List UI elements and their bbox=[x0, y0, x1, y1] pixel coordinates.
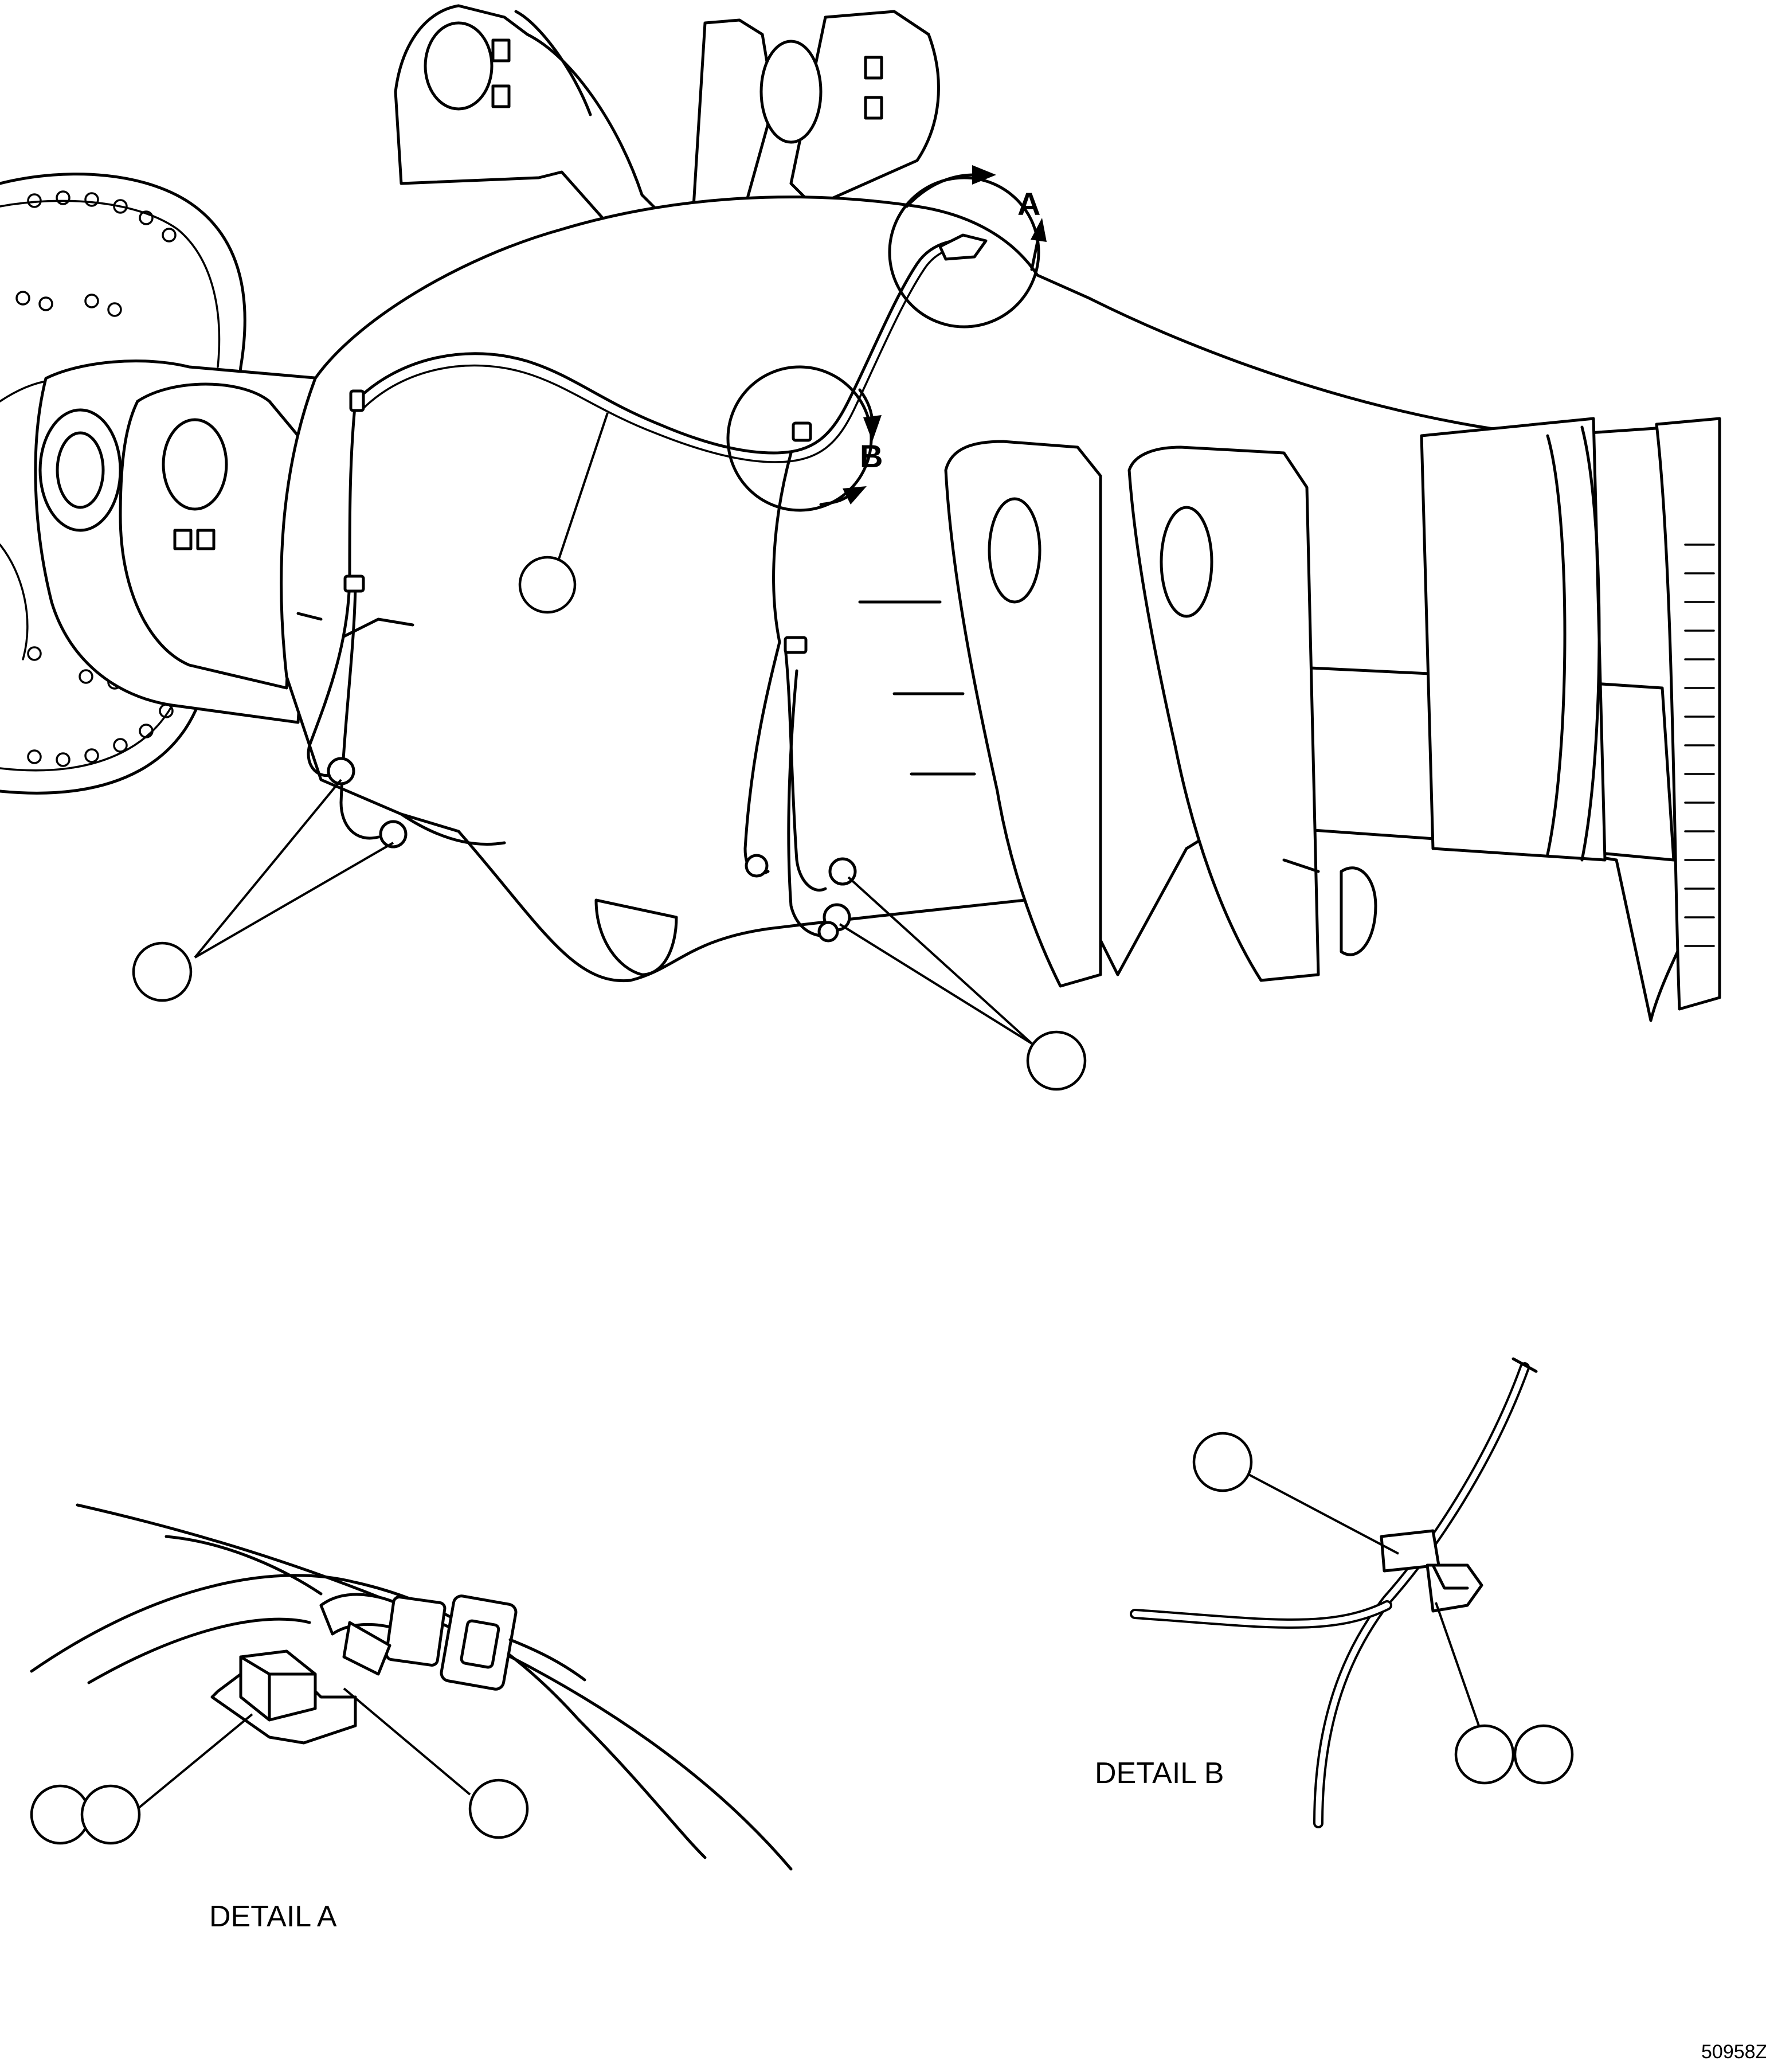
callout-balloon bbox=[1192, 1432, 1253, 1492]
callout-balloon bbox=[518, 556, 577, 614]
callout-balloon bbox=[1513, 1724, 1574, 1785]
hose-clip bbox=[349, 389, 365, 412]
hose-clips-and-fittings bbox=[327, 233, 988, 943]
bleed-fitting bbox=[327, 757, 355, 785]
figure-code: 50958Z bbox=[1701, 2041, 1766, 2063]
callout-balloon bbox=[80, 1784, 141, 1845]
callout-balloon bbox=[1454, 1724, 1515, 1785]
callout-balloon bbox=[30, 1784, 91, 1845]
left-axle-tube bbox=[34, 359, 323, 724]
hose-clip bbox=[784, 636, 808, 654]
detail-b-view: DETAIL B bbox=[1095, 1357, 1574, 1828]
detail-a-caption: DETAIL A bbox=[209, 1900, 337, 1933]
hose-clip bbox=[792, 421, 812, 442]
connector-fitting bbox=[938, 233, 988, 261]
bleed-fitting bbox=[817, 921, 839, 943]
callouts-main bbox=[132, 412, 1087, 1091]
callout-balloon bbox=[132, 941, 193, 1002]
bleed-fitting bbox=[745, 854, 769, 878]
upper-mounting-brackets bbox=[394, 4, 940, 225]
detail-b-marker-label: B bbox=[860, 438, 883, 474]
detail-a-view: DETAIL A bbox=[30, 1503, 793, 1933]
callout-balloon bbox=[468, 1778, 529, 1839]
bleed-fitting bbox=[379, 820, 408, 849]
detail-b-caption: DETAIL B bbox=[1095, 1757, 1224, 1790]
right-axle-tube bbox=[944, 417, 1721, 1011]
detail-a-marker-label: A bbox=[1017, 186, 1040, 222]
detail-a-marker: A bbox=[888, 165, 1047, 329]
detail-b-marker: B bbox=[726, 365, 883, 512]
hose-clip bbox=[343, 574, 365, 593]
callout-balloon bbox=[1026, 1030, 1087, 1091]
axle-main-view: A B bbox=[0, 4, 1721, 1091]
